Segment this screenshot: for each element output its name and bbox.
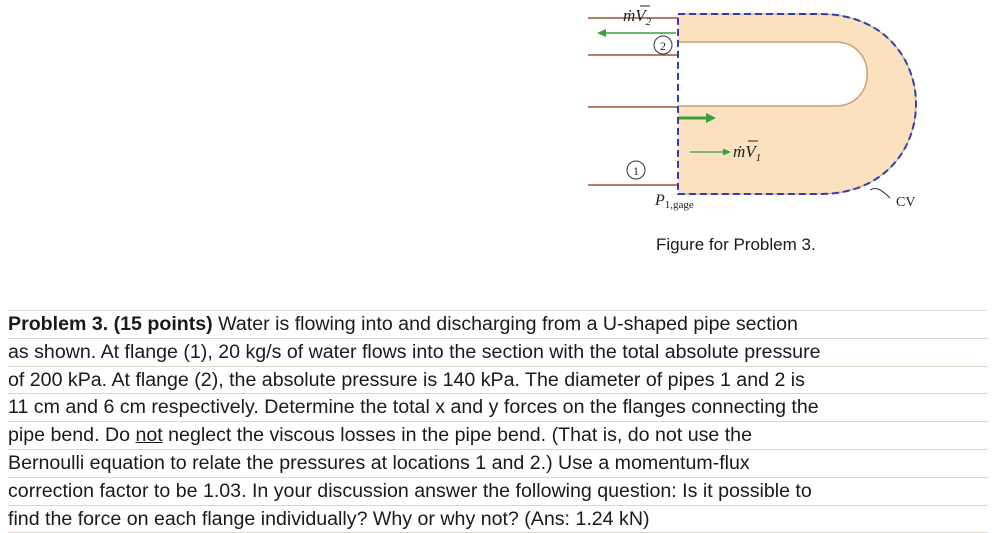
problem-statement: Problem 3. (15 points) Water is flowing … — [8, 310, 988, 533]
flange2-label: 2 — [660, 39, 666, 53]
problem-line-7: correction factor to be 1.03. In your di… — [8, 478, 988, 506]
flange2-marker — [653, 35, 673, 55]
problem-heading: Problem 3. (15 points) — [8, 313, 213, 335]
mv2-label: ṁV2 — [623, 6, 652, 28]
p1-gage-label: P1,gage — [654, 192, 694, 211]
mv1-arrow-head — [723, 148, 731, 156]
problem-line-5: pipe bend. Do not neglect the viscous lo… — [8, 422, 988, 450]
emphasis-not: not — [135, 424, 163, 447]
problem-line-4: 11 cm and 6 cm respectively. Determine t… — [8, 394, 988, 423]
figure-caption: Figure for Problem 3. — [656, 235, 816, 254]
inner-bend-wall — [678, 41, 868, 107]
cv-label: CV — [896, 195, 915, 210]
cv-leader-line — [869, 187, 891, 199]
problem-line-3: of 200 kPa. At flange (2), the absolute … — [8, 367, 988, 395]
flange1-label: 1 — [633, 164, 639, 178]
flange1-marker — [626, 160, 646, 180]
problem-line-6: Bernoulli equation to relate the pressur… — [8, 450, 988, 478]
u-bend-figure: 2 1 ṁV2 ṁV1 P1,gage CV — [560, 0, 960, 230]
problem-line-2: as shown. At flange (1), 20 kg/s of wate… — [8, 339, 988, 367]
inlet-arrow-head — [706, 113, 716, 123]
problem-line-8: find the force on each flange individual… — [8, 506, 988, 533]
control-volume-boundary — [677, 13, 917, 195]
mv1-label: ṁV1 — [733, 142, 761, 164]
outlet-arrow-head — [597, 29, 606, 37]
fluid-region — [678, 14, 916, 194]
problem-line-1: Problem 3. (15 points) Water is flowing … — [8, 310, 988, 339]
